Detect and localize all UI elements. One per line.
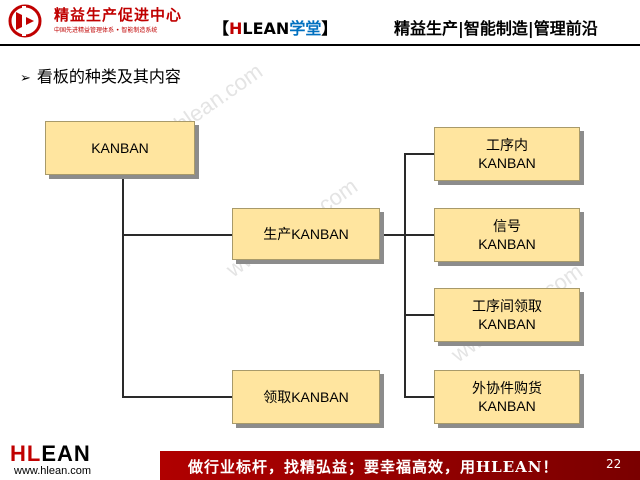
inter-process-withdrawal-kanban-node: 工序间领取 KANBAN [434,288,580,342]
node-line-2: KANBAN [478,236,536,252]
page-number: 22 [606,457,622,471]
kanban-root-node: KANBAN [45,121,195,175]
connector-children-vertical [404,153,406,398]
connector-child-4 [404,396,434,398]
brand-lean: LEAN [242,19,290,38]
logo-title: 精益生产促进中心 [54,6,183,24]
kanban-root-label: KANBAN [91,140,149,156]
node-line-1: 信号 [493,218,521,234]
node-line-1: 工序间领取 [472,298,542,314]
connector-root-production [122,234,232,236]
bullet-arrow-icon: ➢ [20,71,31,86]
withdrawal-kanban-label: 领取KANBAN [263,389,349,405]
node-line-2: KANBAN [478,398,536,414]
connector-child-3 [404,314,434,316]
connector-child-1 [404,153,434,155]
footer-url: www.hlean.com [14,465,92,477]
production-kanban-node: 生产KANBAN [232,208,380,260]
node-line-2: KANBAN [478,316,536,332]
brand-h: H [229,19,243,38]
footer-banner [160,451,640,480]
section-title: ➢ 看板的种类及其内容 [20,63,181,87]
supplier-kanban-node: 外协件购货 KANBAN [434,370,580,424]
brand-close-bracket: 】 [321,19,338,38]
footer-slogan: 做行业标杆，找精弘益；要幸福高效，用HLEAN！ [188,458,559,476]
slide-header: 精益生产促进中心 中国先进精益管理体系 • 智能制造系统 【HLEAN学堂】 精… [0,0,640,46]
section-title-text: 看板的种类及其内容 [36,67,181,86]
brand-school: 学堂 [289,19,322,38]
signal-kanban-node: 信号 KANBAN [434,208,580,262]
connector-root-vertical [122,176,124,397]
node-line-1: 工序内 [486,137,528,153]
production-kanban-label: 生产KANBAN [263,226,349,242]
connector-production-bus [380,234,406,236]
connector-root-withdrawal [122,396,232,398]
logo-subtitle: 中国先进精益管理体系 • 智能制造系统 [54,27,158,34]
header-divider [0,44,640,46]
footer-logo-hl: HL [10,441,42,466]
withdrawal-kanban-node: 领取KANBAN [232,370,380,424]
header-slogan: 精益生产|智能制造|管理前沿 [394,19,598,38]
in-process-kanban-node: 工序内 KANBAN [434,127,580,181]
footer-logo: HLEAN [10,441,91,467]
hlean-logo-icon [8,4,42,38]
node-line-1: 外协件购货 [472,380,542,396]
connector-child-2 [404,234,434,236]
footer-logo-ean: EAN [41,441,91,466]
node-line-2: KANBAN [478,155,536,171]
brand-name: 【HLEAN学堂】 [213,15,337,39]
brand-open-bracket: 【 [213,19,230,38]
